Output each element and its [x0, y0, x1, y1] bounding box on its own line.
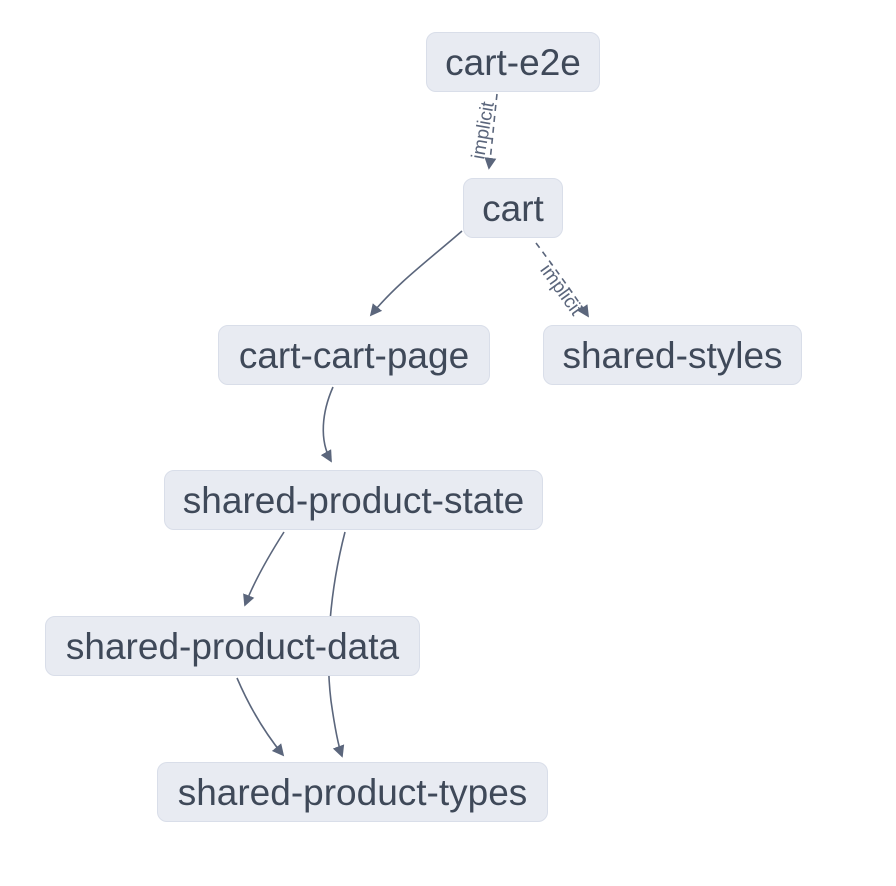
node-cart[interactable]: cart: [463, 178, 563, 238]
node-label: shared-product-data: [65, 625, 400, 667]
node-shared-product-types[interactable]: shared-product-types: [157, 762, 548, 822]
node-cart-cart-page[interactable]: cart-cart-page: [218, 325, 490, 385]
node-label: cart-e2e: [445, 41, 581, 83]
node-label: shared-styles: [562, 334, 783, 376]
edge-label-implicit: implicit: [468, 99, 499, 161]
edge-cart-e2e-to-cart: [484, 93, 498, 170]
edge-shared-product-data-to-shared-product-types: [236, 677, 285, 757]
edge-cart-cart-page-to-shared-product-state: [320, 386, 334, 463]
node-shared-product-data[interactable]: shared-product-data: [45, 616, 420, 676]
node-label: shared-product-types: [177, 771, 528, 813]
node-label: cart: [482, 187, 544, 229]
node-label: shared-product-state: [182, 479, 525, 521]
node-label: cart-cart-page: [238, 334, 470, 376]
node-shared-product-state[interactable]: shared-product-state: [164, 470, 543, 530]
node-cart-e2e[interactable]: cart-e2e: [426, 32, 600, 92]
edge-shared-product-state-to-shared-product-types: [327, 531, 346, 758]
node-shared-styles[interactable]: shared-styles: [543, 325, 802, 385]
edge-cart-to-cart-cart-page: [369, 230, 463, 317]
edge-label-implicit: implicit: [535, 260, 587, 320]
edge-cart-to-shared-styles: [535, 242, 589, 318]
edge-shared-product-state-to-shared-product-data: [243, 531, 285, 607]
